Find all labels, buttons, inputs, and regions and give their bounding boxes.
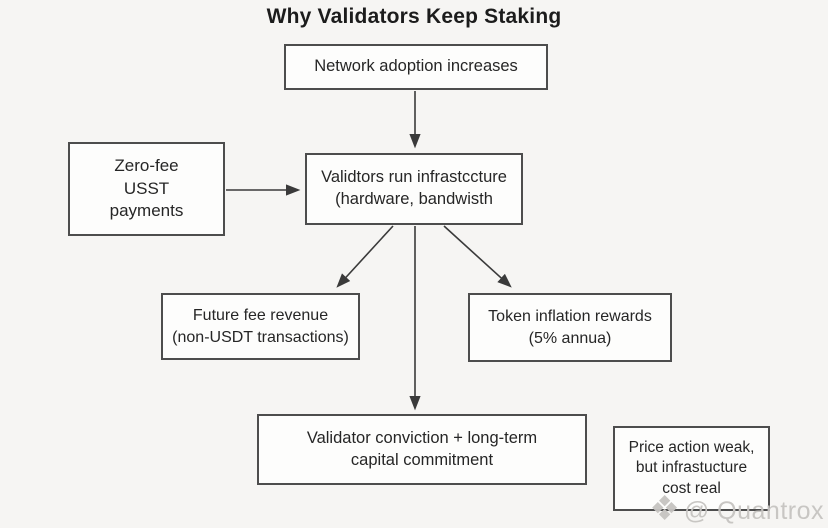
- node-network-adoption: Network adoption increases: [284, 44, 548, 90]
- node-text-line: (non-USDT transactions): [172, 328, 349, 346]
- node-text-line: USST: [123, 178, 170, 198]
- node-token-inflation-rewards: Token inflation rewards (5% annua): [468, 293, 672, 362]
- node-text-line: payments: [109, 201, 184, 221]
- node-text-line: capital commitment: [350, 450, 494, 469]
- node-text-line: Token inflation rewards: [488, 308, 652, 326]
- node-future-fee-revenue: Future fee revenue (non-USDT transaction…: [161, 293, 360, 360]
- node-text-line: (hardware, bandwisth: [335, 190, 493, 208]
- watermark-text: @ Quantrox: [683, 496, 824, 525]
- node-text-line: Zero-fee: [114, 156, 179, 176]
- node-text-line: Network adoption increases: [314, 57, 518, 76]
- edge-validators-token: [443, 225, 512, 288]
- node-text-line: Price action weak,: [628, 439, 755, 456]
- node-text-line: cost real: [662, 479, 721, 497]
- watermark: ❖ @ Quantrox: [649, 490, 824, 528]
- node-text-line: Future fee revenue: [192, 307, 329, 325]
- diagram-title: Why Validators Keep Staking: [266, 5, 562, 28]
- node-price-action-weak: Price action weak, but infrastucture cos…: [613, 426, 770, 511]
- node-text-line: Validtors run infrastccture: [321, 168, 507, 187]
- node-text-line: but infrastucture: [635, 459, 748, 477]
- node-text-line: (5% annua): [528, 329, 612, 347]
- node-validator-conviction: Validator conviction + long-term capital…: [257, 414, 587, 485]
- node-text-line: Validator conviction + long-term: [306, 428, 538, 447]
- node-zero-fee-payments: Zero-fee USST payments: [68, 142, 225, 236]
- edge-validators-future: [336, 225, 394, 288]
- diamond-logo-icon: ❖: [649, 490, 680, 528]
- node-validators-run-infrastructure: Validtors run infrastccture (hardware, b…: [305, 153, 523, 225]
